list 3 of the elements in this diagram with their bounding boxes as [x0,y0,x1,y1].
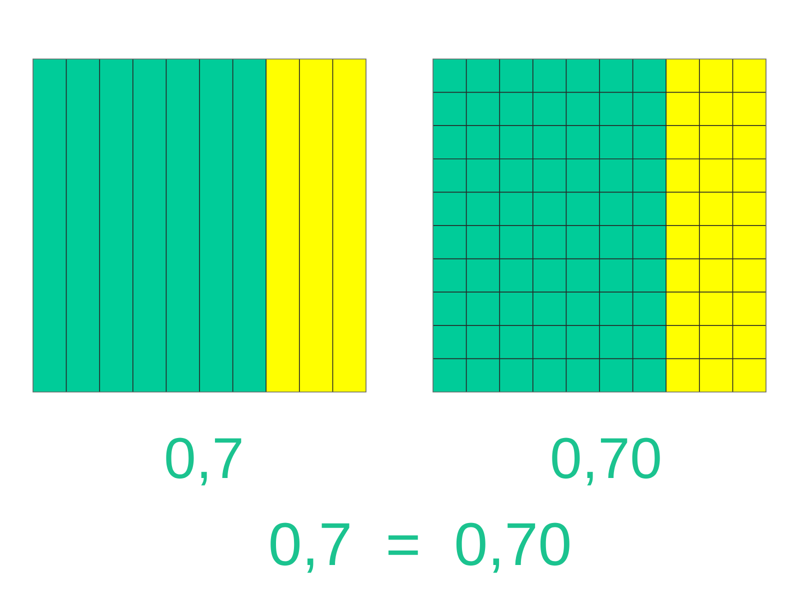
decimal-number: 0,7 [166,438,242,486]
equation: 0,7 = 0,70 [270,522,570,573]
decimal-number: 0,70 [552,438,660,486]
